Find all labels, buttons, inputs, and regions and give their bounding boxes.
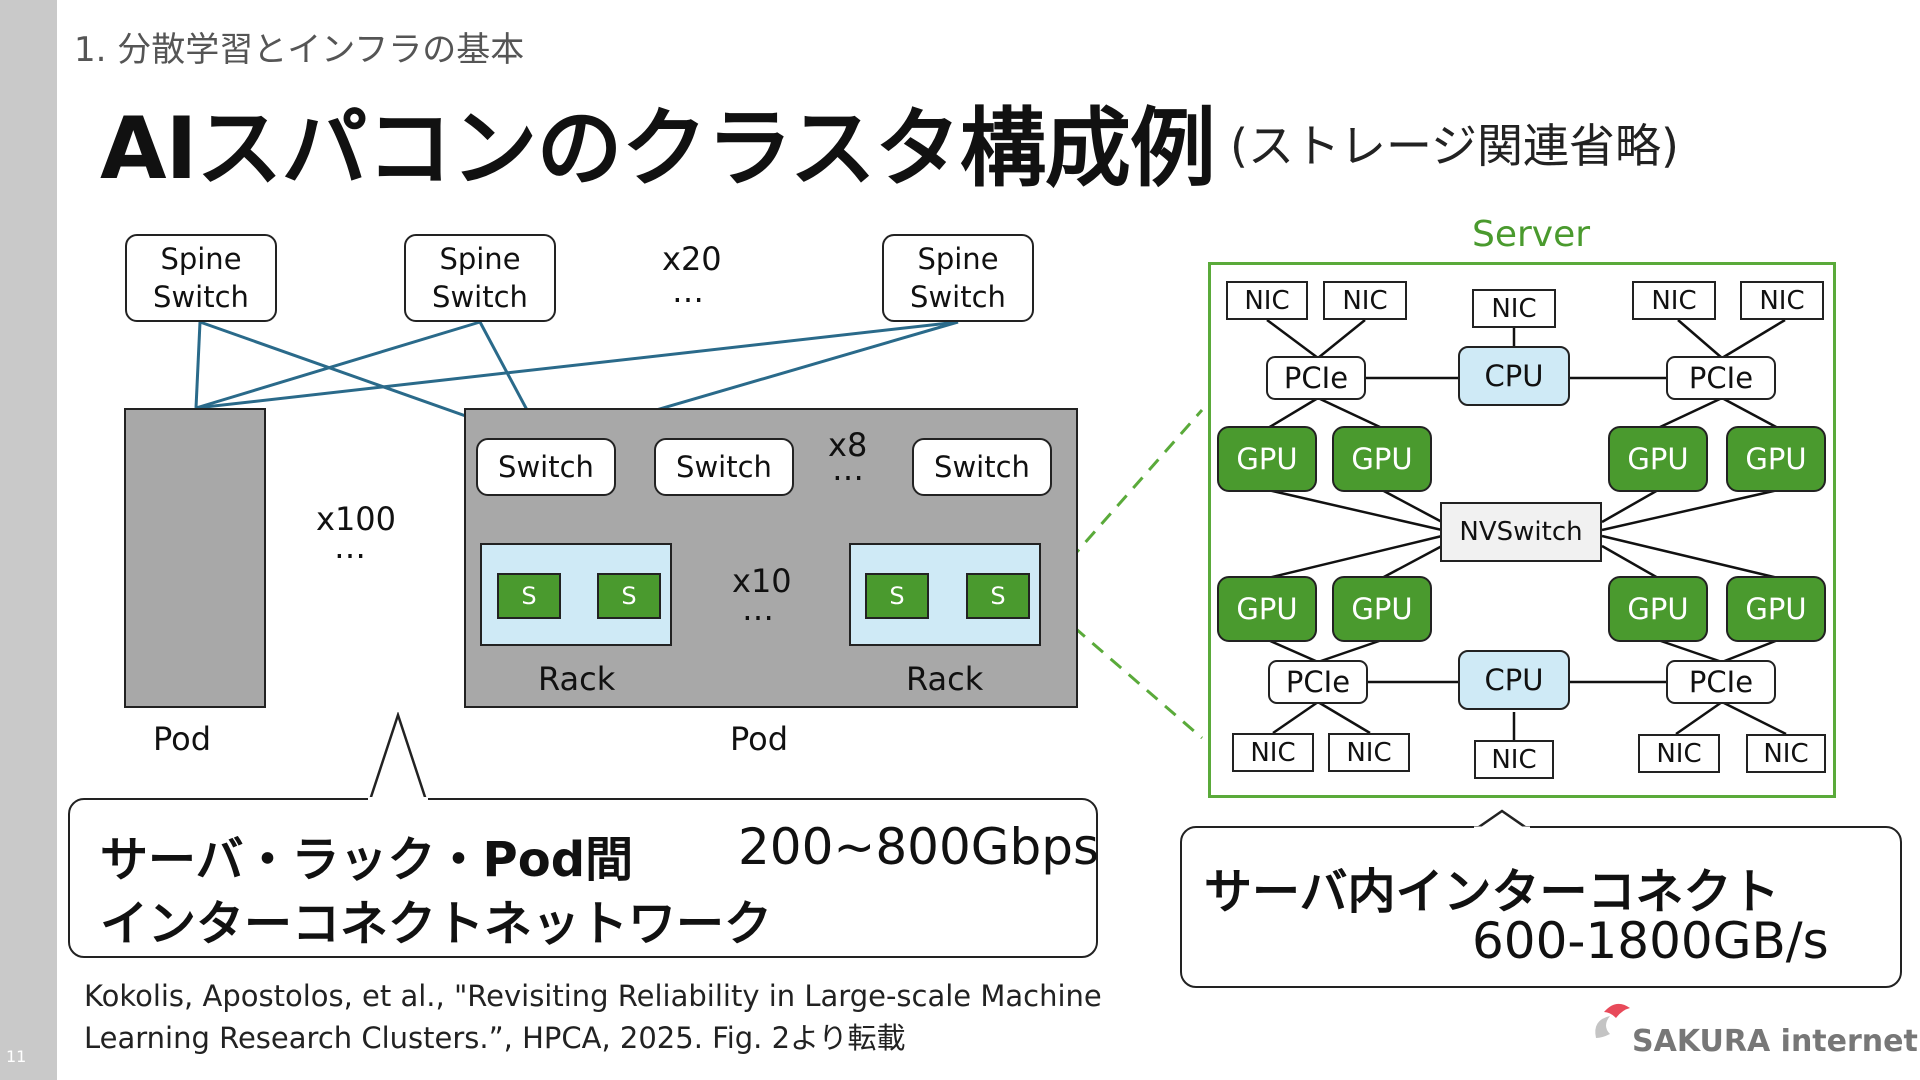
citation-line-1: Kokolis, Apostolos, et al., "Revisiting …: [84, 979, 1102, 1013]
switch-3: Switch: [912, 438, 1052, 496]
pod-left-label: Pod: [153, 720, 212, 758]
nic-1: NIC: [1226, 281, 1308, 320]
page-number: 11: [6, 1047, 27, 1066]
switch-ellipsis: …: [832, 450, 864, 488]
nic-8: NIC: [1474, 740, 1554, 779]
server-1: S: [497, 573, 561, 619]
network-callout-title-1: サーバ・ラック・Pod間: [100, 832, 634, 888]
nic-10: NIC: [1746, 734, 1826, 773]
server-callout-title: サーバ内インターコネクト: [1204, 864, 1780, 920]
rack-1-label: Rack: [538, 660, 616, 698]
nic-3: NIC: [1472, 289, 1556, 328]
spine-switch-3: Spine Switch: [882, 234, 1034, 322]
gpu-4: GPU: [1726, 426, 1826, 492]
gpu-7: GPU: [1608, 576, 1708, 642]
server-2: S: [597, 573, 661, 619]
network-callout-pointer: [368, 712, 428, 802]
spine-ellipsis: …: [672, 272, 704, 310]
citation: Kokolis, Apostolos, et al., "Revisiting …: [84, 975, 1102, 1059]
rack-2-label: Rack: [906, 660, 984, 698]
switch-2: Switch: [654, 438, 794, 496]
nic-2: NIC: [1323, 281, 1407, 320]
sakura-logo-text: SAKURA internet: [1632, 1024, 1918, 1059]
spine-switch-2: Spine Switch: [404, 234, 556, 322]
section-heading: 1. 分散学習とインフラの基本: [74, 30, 525, 70]
nic-7: NIC: [1328, 733, 1410, 772]
gpu-8: GPU: [1726, 576, 1826, 642]
gpu-1: GPU: [1217, 426, 1317, 492]
server-4: S: [966, 573, 1030, 619]
pcie-2: PCIe: [1666, 356, 1776, 400]
nvswitch: NVSwitch: [1440, 502, 1602, 562]
server-title: Server: [1472, 214, 1591, 255]
slide-title: AIスパコンのクラスタ構成例: [100, 99, 1216, 199]
network-callout-title-2: インターコネクトネットワーク: [100, 896, 773, 952]
sakura-logo-icon: [1595, 1003, 1630, 1038]
nic-4: NIC: [1632, 281, 1716, 320]
cpu-1: CPU: [1458, 346, 1570, 406]
nic-9: NIC: [1638, 734, 1720, 773]
gpu-2: GPU: [1332, 426, 1432, 492]
rack-ellipsis: …: [742, 590, 774, 628]
pod-right-label: Pod: [730, 720, 789, 758]
gpu-5: GPU: [1217, 576, 1317, 642]
gpu-3: GPU: [1608, 426, 1708, 492]
nic-5: NIC: [1740, 281, 1824, 320]
pod-count: x100: [316, 500, 397, 538]
citation-line-2: Learning Research Clusters.”, HPCA, 2025…: [84, 1021, 906, 1055]
pod-left: [124, 408, 266, 708]
spine-switch-1: Spine Switch: [125, 234, 277, 322]
pcie-3: PCIe: [1268, 660, 1368, 704]
pcie-1: PCIe: [1266, 356, 1366, 400]
pod-ellipsis: …: [334, 528, 366, 566]
server-callout: [1180, 826, 1902, 988]
switch-count: x8: [828, 426, 868, 464]
network-callout: [68, 798, 1098, 958]
switch-1: Switch: [476, 438, 616, 496]
nic-6: NIC: [1232, 733, 1314, 772]
rack-count: x10: [732, 562, 792, 600]
server-bandwidth: 600-1800GB/s: [1472, 912, 1829, 970]
server-frame: [1208, 262, 1836, 798]
cpu-2: CPU: [1458, 650, 1570, 710]
network-bandwidth: 200~800Gbps: [738, 818, 1100, 876]
slide-subtitle: (ストレージ関連省略): [1230, 119, 1679, 173]
server-3: S: [865, 573, 929, 619]
gpu-6: GPU: [1332, 576, 1432, 642]
server-callout-pointer: [1474, 809, 1530, 830]
spine-count: x20: [662, 240, 722, 278]
slide-sidebar: [0, 0, 57, 1080]
pcie-4: PCIe: [1666, 660, 1776, 704]
